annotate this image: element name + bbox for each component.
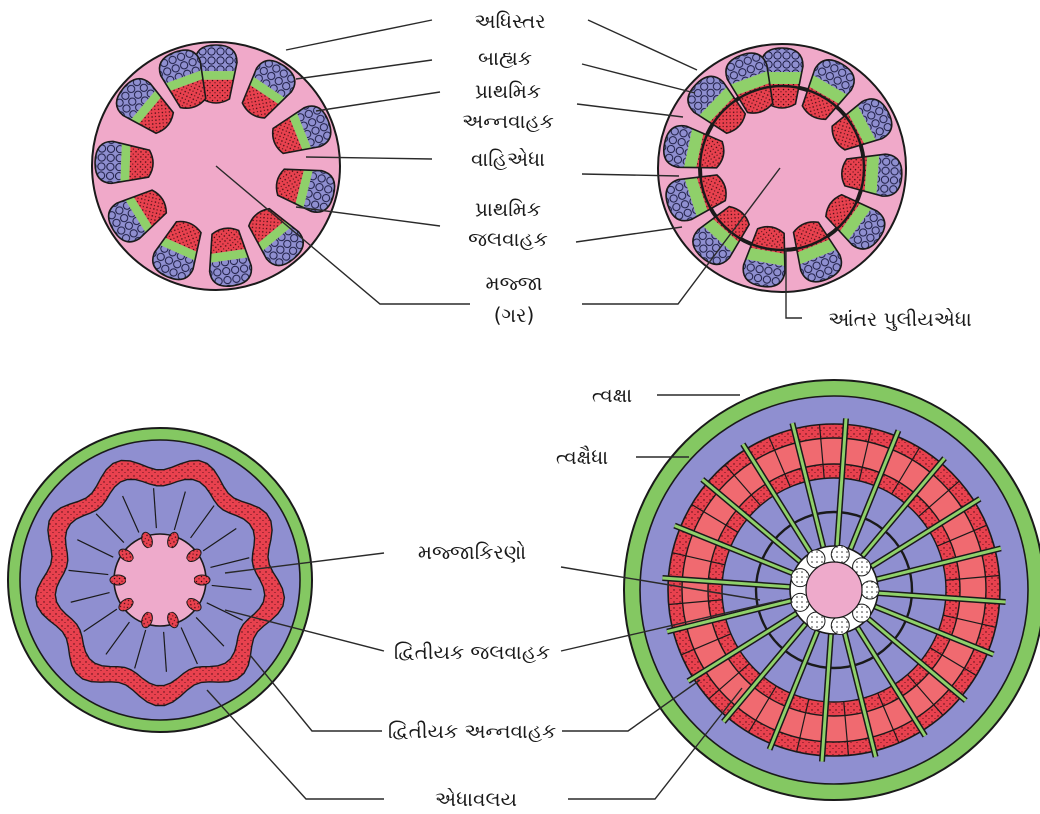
label-secondary-xylem: દ્વિતીયક જલવાહક xyxy=(394,640,550,664)
label-interfascicular-cambium: આંતર પુલીયએધા xyxy=(828,307,972,331)
label-primary-phloem-2: અન્નવાહક xyxy=(462,109,554,133)
leader-cortex-right xyxy=(582,64,695,93)
label-cork-cambium: ત્વક્ષૈધા xyxy=(556,445,608,469)
leader-primary-xylem-right xyxy=(576,227,682,242)
primary-stem-section xyxy=(89,36,345,295)
label-cambium-ring: એધાવલય xyxy=(435,787,517,811)
label-epidermis: અધિસ્તર xyxy=(474,9,545,33)
label-medullary-rays: મજ્જાકિરણો xyxy=(418,540,526,564)
cambium-forming-stem-section xyxy=(653,39,909,297)
leader-cortex-left xyxy=(296,60,432,79)
label-primary-phloem-1: પ્રાથમિક xyxy=(475,79,541,103)
label-primary-xylem-1: પ્રાથમિક xyxy=(475,197,541,221)
primary-xylem-tip xyxy=(194,575,210,585)
primary-xylem-tip xyxy=(861,581,879,599)
primary-xylem-tip xyxy=(831,546,849,564)
label-pith-2: (ગર) xyxy=(494,303,535,327)
primary-xylem-tip xyxy=(110,575,126,585)
label-pith-1: મજ્જા xyxy=(486,271,543,295)
label-primary-xylem-2: જલવાહક xyxy=(468,227,548,251)
leader-epidermis-left xyxy=(286,20,432,50)
label-cambium: વાહિએધા xyxy=(471,147,545,171)
young-secondary-stem-section xyxy=(8,428,312,732)
label-secondary-phloem: દ્વિતીયક અન્નવાહક xyxy=(388,719,556,743)
leader-epidermis-right xyxy=(588,20,697,70)
pith xyxy=(806,562,862,618)
pith-core xyxy=(126,546,194,614)
label-cork: ત્વક્ષા xyxy=(592,383,632,407)
mature-secondary-stem-section xyxy=(624,380,1040,800)
primary-xylem-tip xyxy=(831,616,849,634)
leader-primary-phloem-left xyxy=(316,92,440,111)
leader-primary-phloem-right xyxy=(577,104,683,117)
label-cortex: બાહ્યક xyxy=(478,46,532,70)
